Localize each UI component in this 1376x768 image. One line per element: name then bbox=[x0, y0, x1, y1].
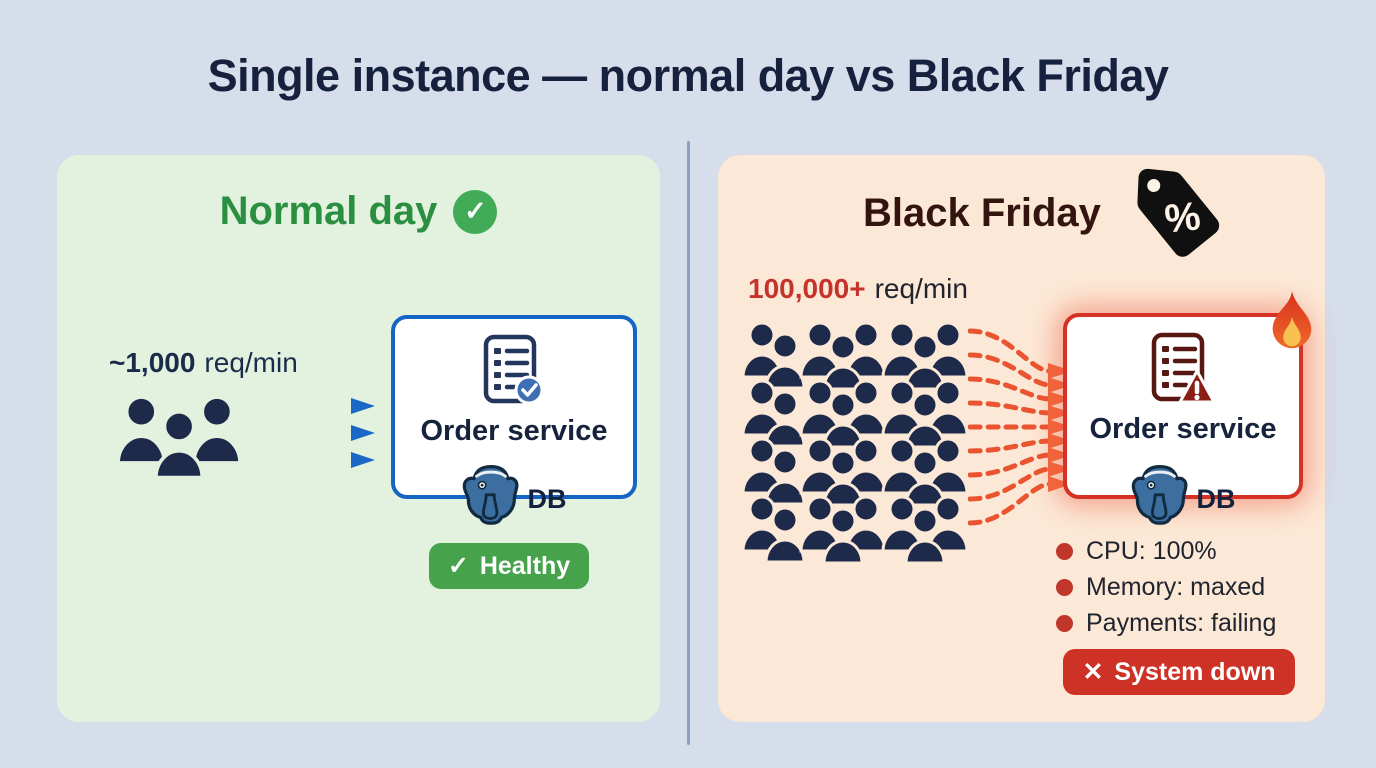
metric-cpu-label: CPU: 100% bbox=[1086, 537, 1217, 565]
red-dot-icon bbox=[1056, 615, 1073, 632]
request-arrows-icon bbox=[223, 398, 375, 468]
bf-traffic-value: 100,000+ bbox=[748, 273, 866, 304]
overload-arrows-icon bbox=[968, 328, 1072, 526]
cross-icon: ✕ bbox=[1082, 658, 1104, 686]
normal-traffic-value: ~1,000 bbox=[109, 347, 196, 378]
normal-day-header: Normal day ✓ bbox=[57, 189, 660, 234]
postgres-elephant-icon bbox=[462, 465, 518, 525]
metric-cpu: CPU: 100% bbox=[1056, 537, 1276, 566]
fire-icon bbox=[1272, 291, 1312, 349]
black-friday-panel: Black Friday % 100,000+ req/min bbox=[718, 155, 1325, 722]
order-service-box-bf: Order service DB bbox=[1063, 291, 1312, 525]
system-down-badge-label: System down bbox=[1114, 657, 1276, 686]
normal-traffic-label: ~1,000 req/min bbox=[109, 347, 298, 379]
svg-text:%: % bbox=[1163, 194, 1203, 241]
red-dot-icon bbox=[1056, 579, 1073, 596]
order-service-box-normal: Order service DB bbox=[391, 315, 637, 525]
db-row-bf: DB bbox=[1067, 462, 1299, 526]
failure-metrics-list: CPU: 100% Memory: maxed Payments: failin… bbox=[1056, 537, 1276, 638]
healthy-badge-label: Healthy bbox=[479, 551, 571, 580]
order-service-label-normal: Order service bbox=[420, 415, 608, 447]
metric-memory: Memory: maxed bbox=[1056, 573, 1276, 602]
metric-payments-label: Payments: failing bbox=[1086, 609, 1277, 637]
postgres-elephant-icon bbox=[1131, 465, 1187, 525]
check-badge-icon bbox=[514, 375, 544, 405]
warning-triangle-icon bbox=[1178, 369, 1216, 404]
db-label-normal: DB bbox=[527, 483, 567, 514]
sale-tag-icon: % bbox=[1137, 168, 1220, 257]
crowd-users-icon bbox=[742, 321, 969, 565]
red-dot-icon bbox=[1056, 543, 1073, 560]
black-friday-heading: Black Friday bbox=[863, 191, 1101, 235]
panel-divider bbox=[687, 141, 690, 745]
check-circle-icon: ✓ bbox=[453, 189, 498, 234]
bf-traffic-unit: req/min bbox=[874, 273, 968, 304]
bf-traffic-label: 100,000+ req/min bbox=[748, 273, 968, 305]
check-icon: ✓ bbox=[447, 552, 469, 580]
order-doc-icon bbox=[395, 319, 633, 407]
healthy-badge: ✓ Healthy bbox=[429, 543, 589, 589]
normal-traffic-unit: req/min bbox=[204, 347, 298, 378]
order-service-label-bf: Order service bbox=[1089, 413, 1277, 445]
order-doc-error-icon bbox=[1067, 317, 1299, 407]
system-down-badge: ✕ System down bbox=[1063, 649, 1295, 695]
db-label-bf: DB bbox=[1196, 483, 1236, 514]
metric-memory-label: Memory: maxed bbox=[1086, 573, 1266, 601]
page-title: Single instance — normal day vs Black Fr… bbox=[207, 50, 1169, 101]
normal-day-panel: Normal day ✓ ~1,000 req/min bbox=[57, 155, 660, 722]
metric-payments: Payments: failing bbox=[1056, 609, 1276, 638]
normal-day-heading: Normal day bbox=[219, 189, 438, 233]
db-row-normal: DB bbox=[395, 462, 633, 526]
